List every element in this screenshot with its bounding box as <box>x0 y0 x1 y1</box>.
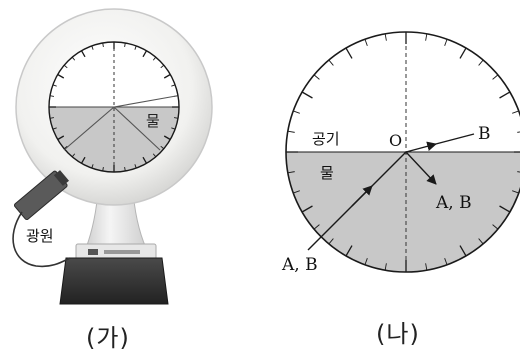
tick-mark <box>328 59 334 66</box>
incident-ray-label: A, B <box>281 255 318 275</box>
tick-mark <box>102 42 104 48</box>
tick-mark <box>80 156 86 164</box>
reflected-ray-label: A, B <box>435 193 472 213</box>
tick-mark <box>102 166 104 172</box>
tick-mark <box>49 117 55 119</box>
tick-mark <box>160 64 165 69</box>
tick-mark <box>425 263 428 271</box>
tick-mark <box>163 73 171 79</box>
tick-mark <box>57 135 65 141</box>
tick-mark <box>328 238 334 245</box>
tick-mark <box>444 39 448 46</box>
tick-mark <box>49 95 55 97</box>
tick-mark <box>63 64 68 69</box>
origin-label: O <box>389 131 402 150</box>
tick-mark <box>287 171 295 174</box>
tick-mark <box>364 258 368 265</box>
tick-marks-a <box>49 42 179 172</box>
ray-incident-arrow <box>351 185 373 207</box>
light-source-label: 광원 <box>26 227 54 245</box>
tick-mark <box>124 42 126 48</box>
caption-a: (가) <box>86 324 130 352</box>
ray-reflected-a <box>113 106 161 151</box>
tick-mark <box>287 130 295 133</box>
refracted-ray-label: B <box>478 124 491 144</box>
tick-mark <box>313 224 320 230</box>
tick-mark <box>478 238 484 245</box>
tick-mark <box>517 131 520 133</box>
tick-mark <box>512 190 519 194</box>
light-source <box>13 170 70 221</box>
tick-mark <box>71 153 76 158</box>
tick-mark <box>52 84 57 87</box>
tick-mark <box>63 145 68 150</box>
tick-mark <box>492 74 499 80</box>
caption-b: (나) <box>376 320 420 348</box>
tick-mark <box>71 56 76 61</box>
water-label-a: 물 <box>146 112 160 130</box>
water-label-b: 물 <box>320 164 334 182</box>
tick-mark <box>459 47 467 59</box>
refraction-diagram: 공기 물 O B A, B A, B <box>281 31 520 275</box>
tick-mark <box>444 258 448 265</box>
tick-mark <box>57 73 65 79</box>
tick-mark <box>91 164 94 169</box>
tick-mark <box>134 45 137 50</box>
tick-mark <box>512 110 519 114</box>
tick-mark <box>301 91 313 99</box>
tick-mark <box>171 84 176 87</box>
tick-mark <box>345 47 353 59</box>
tick-marks-b <box>286 32 520 272</box>
tick-mark <box>384 33 387 41</box>
tick-mark <box>293 110 300 114</box>
tick-mark <box>160 145 165 150</box>
tick-mark <box>91 45 94 50</box>
tick-mark <box>301 205 313 213</box>
tick-mark <box>152 56 157 61</box>
tick-mark <box>173 117 179 119</box>
ray-refracted-b <box>431 133 475 146</box>
tick-mark <box>152 153 157 158</box>
tick-mark <box>425 33 428 41</box>
tick-mark <box>499 205 511 213</box>
tick-mark <box>171 127 176 130</box>
tick-mark <box>364 39 368 46</box>
tick-mark <box>478 59 484 66</box>
tick-mark <box>124 166 126 172</box>
tick-mark <box>142 156 148 164</box>
tick-mark <box>52 127 57 130</box>
ray-refracted-a <box>113 95 177 108</box>
tick-mark <box>499 91 511 99</box>
light-source-cable <box>12 211 71 268</box>
tick-mark <box>384 263 387 271</box>
tick-mark <box>142 50 148 58</box>
ray-refracted-b-arrow <box>405 141 437 153</box>
apparatus-base <box>59 257 169 305</box>
tick-mark <box>134 164 137 169</box>
tick-mark <box>459 245 467 257</box>
tick-mark <box>517 171 520 173</box>
tick-mark <box>345 245 353 257</box>
tick-mark <box>293 190 300 194</box>
tick-mark <box>80 50 86 58</box>
ray-incident-a <box>63 106 115 151</box>
tick-mark <box>163 135 171 141</box>
air-label: 공기 <box>312 130 340 148</box>
apparatus-photo: 물 광원 <box>12 8 213 305</box>
tick-mark <box>313 74 320 80</box>
tick-mark <box>492 224 499 230</box>
ray-reflected-ab <box>405 151 437 185</box>
